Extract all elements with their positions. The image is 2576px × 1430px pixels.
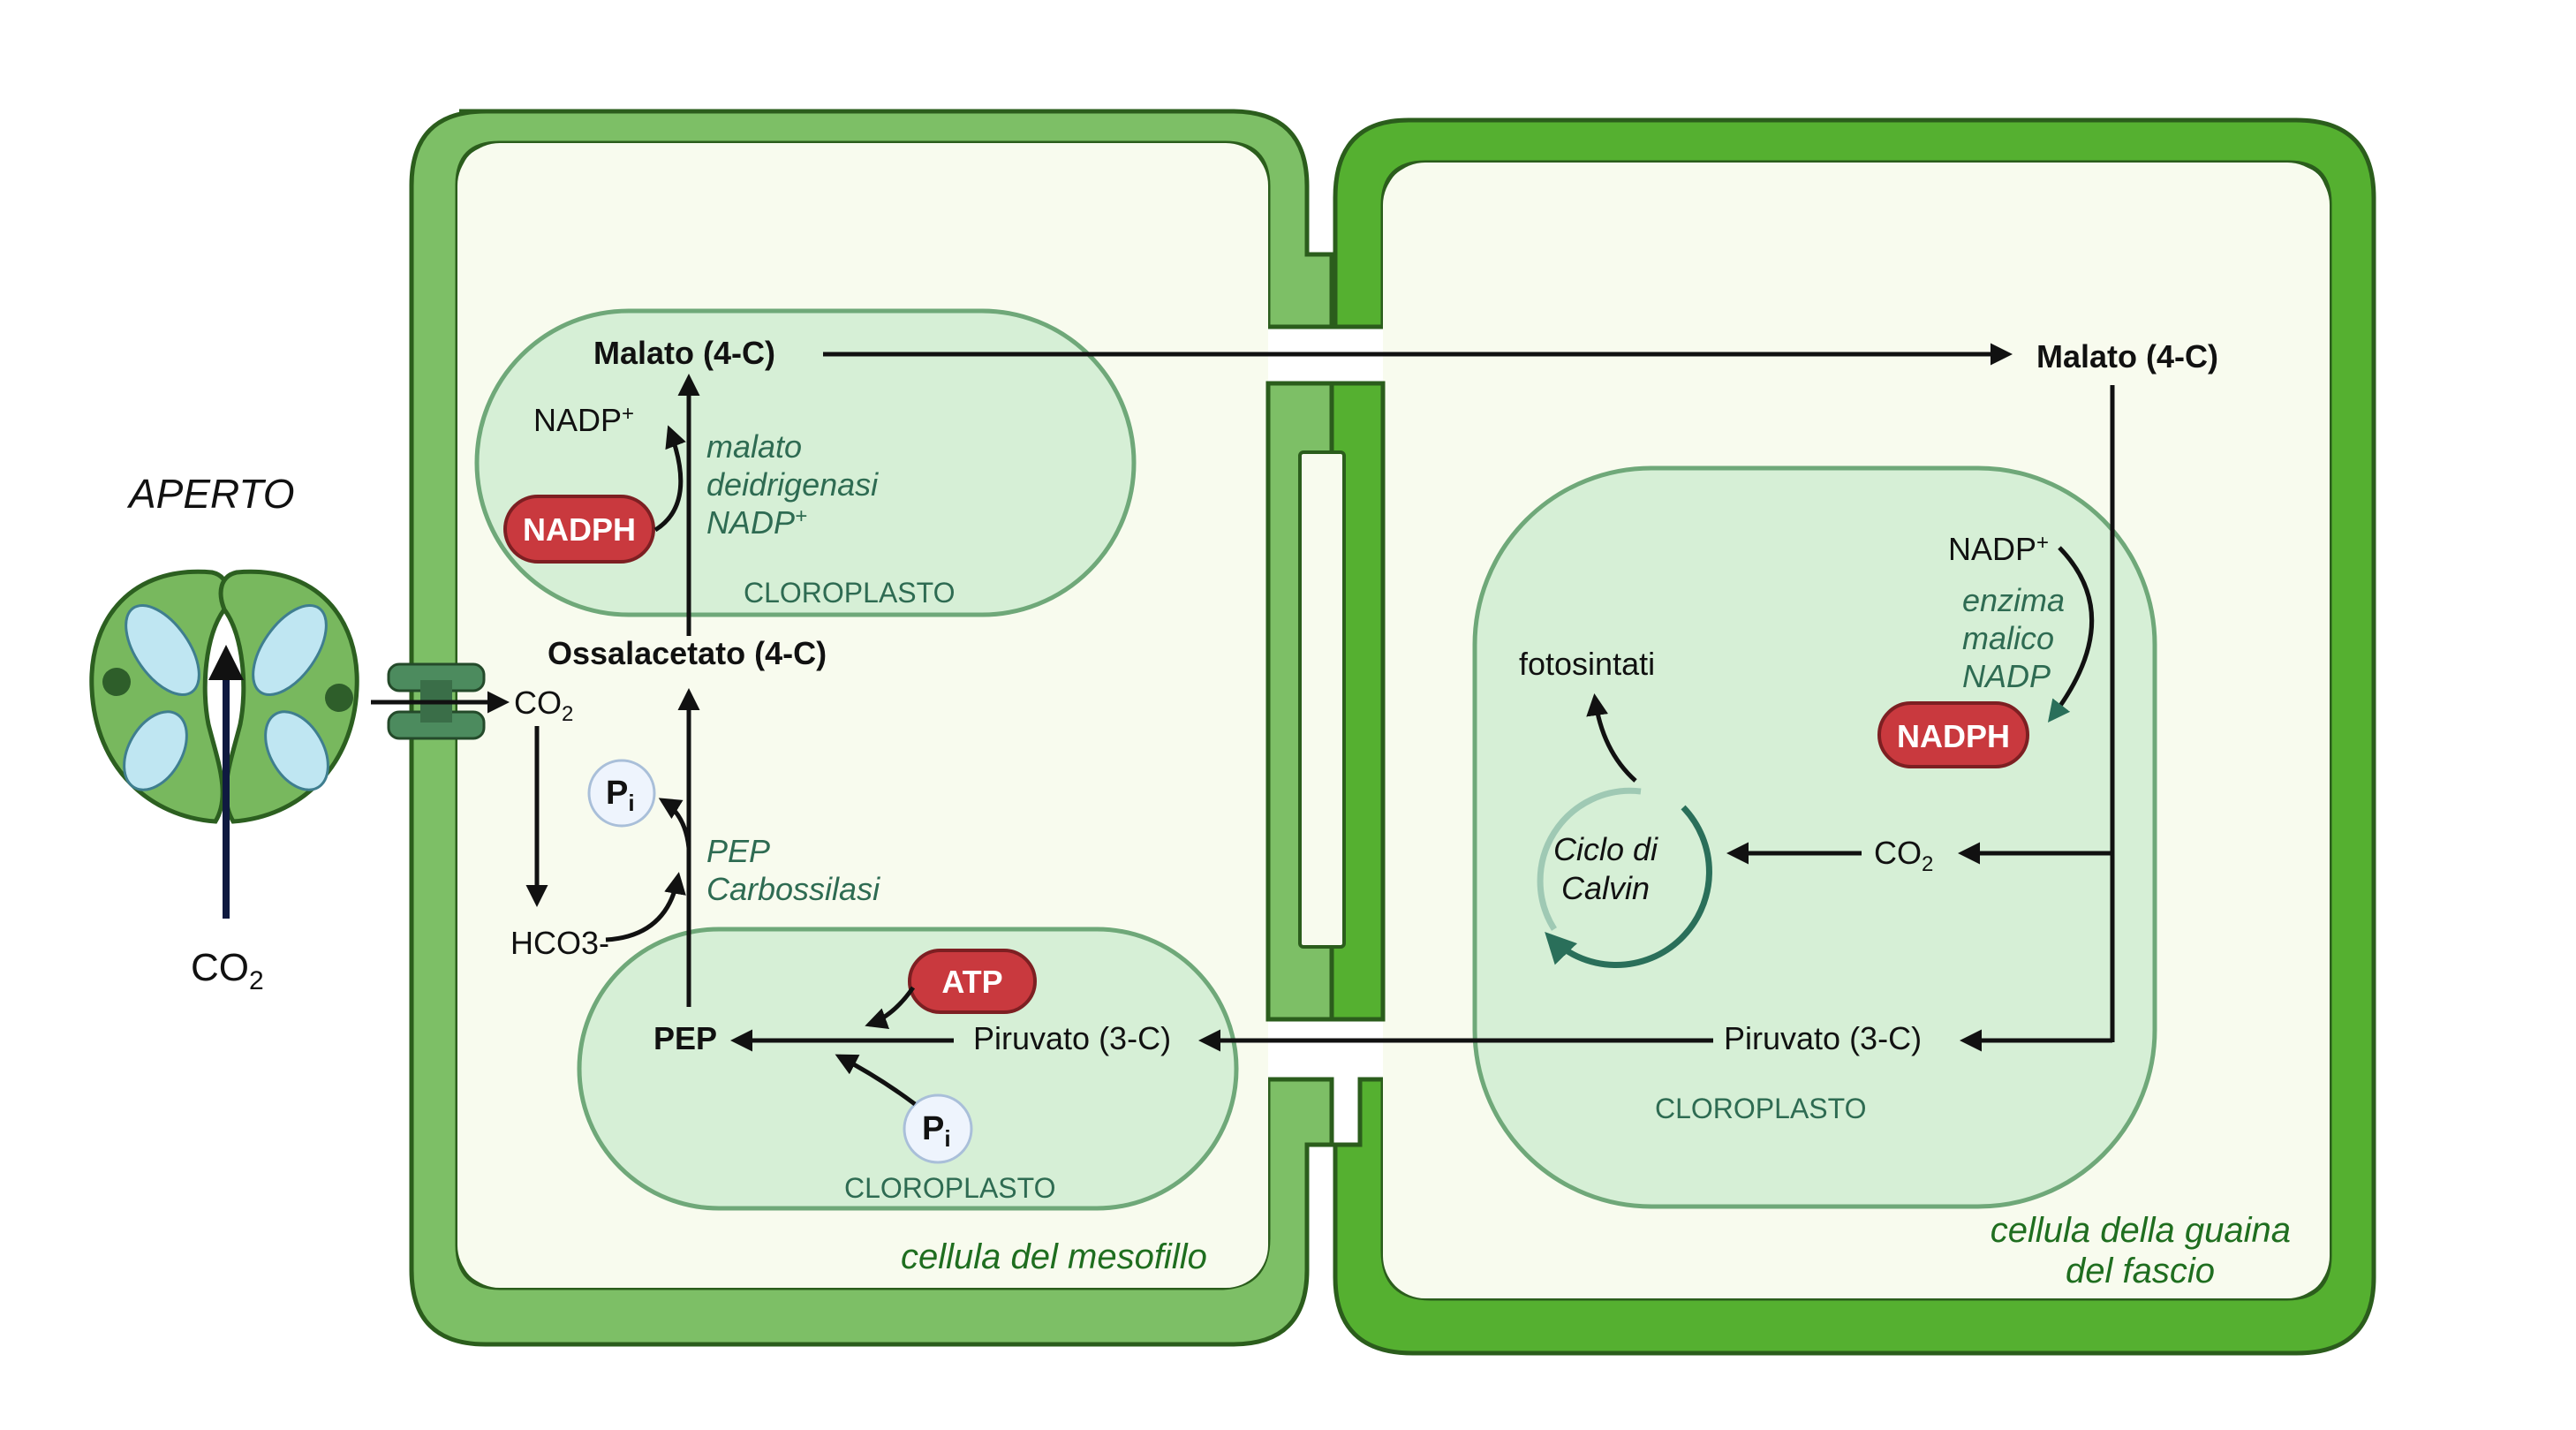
pi-circle-bottom xyxy=(903,1093,973,1164)
arrow-nadp-reduction xyxy=(2047,546,2094,723)
chloroplast-mesophyll-top xyxy=(474,308,1137,617)
chloroplast-mesophyll-bottom xyxy=(577,927,1239,1211)
nadph-badge-text: NADPH xyxy=(523,511,636,548)
vacuole xyxy=(252,603,328,697)
stoma-guard-cells xyxy=(89,569,359,824)
pi-circle-top xyxy=(587,759,656,828)
enzyme-pep-line1: PEP xyxy=(706,833,770,869)
arrow-pi-in xyxy=(835,1054,917,1107)
enzyme-malico-line1: enzima xyxy=(1962,582,2065,618)
nadph-bundle-badge xyxy=(1877,701,2029,768)
enzyme-malato-line2: deidrigenasi xyxy=(706,466,879,503)
vacuole xyxy=(264,710,329,791)
pi-label-bottom: Pi xyxy=(922,1110,951,1152)
bundle-cell-label-1: cellula della guaina xyxy=(1991,1211,2291,1250)
co2-label: CO2 xyxy=(514,685,573,726)
chloroplast-bundle-label: CLOROPLASTO xyxy=(1655,1093,1866,1124)
chloroplast-bottom-label: CLOROPLASTO xyxy=(844,1172,1055,1204)
bundle-cell-label-2: del fascio xyxy=(2066,1252,2215,1290)
vacuole xyxy=(125,603,200,697)
enzyme-malico-line2: malico xyxy=(1962,620,2054,656)
stoma-state-label: APERTO xyxy=(126,471,294,517)
malato-label: Malato (4-C) xyxy=(593,335,775,371)
arrow-to-fotosintati xyxy=(1586,693,1637,783)
calvin-line1: Ciclo di xyxy=(1553,831,1658,867)
piruvato-bundle-label: Piruvato (3-C) xyxy=(1724,1020,1922,1056)
nadph-bundle-badge-text: NADPH xyxy=(1897,718,2010,754)
arrow-atp-in xyxy=(865,986,916,1030)
vacuole xyxy=(123,710,188,791)
nadph-badge xyxy=(503,495,655,564)
enzyme-malico-line3: NADP xyxy=(1962,658,2051,694)
piruvato-mesophyll-label: Piruvato (3-C) xyxy=(973,1020,1171,1056)
nucleus xyxy=(325,684,353,712)
fotosintati-label: fotosintati xyxy=(1519,646,1655,682)
hco3-label: HCO3- xyxy=(510,925,609,961)
bundle-sheath-cell-wall xyxy=(1333,117,2376,1356)
malato-bundle-label: Malato (4-C) xyxy=(2036,338,2218,375)
nadp-plus-bundle-label: NADP+ xyxy=(1948,531,2049,567)
co2-bundle-label: CO2 xyxy=(1874,835,1933,876)
mesophyll-cell-label: cellula del mesofillo xyxy=(901,1237,1207,1276)
arrow-pi-release xyxy=(658,798,691,849)
plasmodesma-channel xyxy=(1298,450,1346,949)
pep-label: PEP xyxy=(653,1020,717,1056)
stoma-co2-label: CO2 xyxy=(191,946,264,995)
nadp-plus-label: NADP+ xyxy=(533,402,634,438)
arrow-hco3-join xyxy=(605,872,686,942)
chloroplast-bundle-sheath xyxy=(1472,465,2157,1209)
enzyme-malato-line1: malato xyxy=(706,428,802,465)
arrow-nadph-to-nadp xyxy=(653,425,686,533)
calvin-line2: Calvin xyxy=(1561,870,1650,906)
ossalacetato-label: Ossalacetato (4-C) xyxy=(548,635,827,671)
pi-label-top: Pi xyxy=(606,775,635,816)
chloroplast-top-label: CLOROPLASTO xyxy=(744,577,955,609)
calvin-cycle-ring-inner xyxy=(1537,787,1642,931)
nucleus xyxy=(102,668,131,696)
enzyme-pep-line2: Carbossilasi xyxy=(706,871,880,907)
enzyme-malato-line3: NADP+ xyxy=(706,504,807,541)
calvin-cycle-ring xyxy=(1545,805,1712,968)
atp-badge-text: ATP xyxy=(941,964,1002,1000)
atp-badge xyxy=(908,949,1037,1014)
